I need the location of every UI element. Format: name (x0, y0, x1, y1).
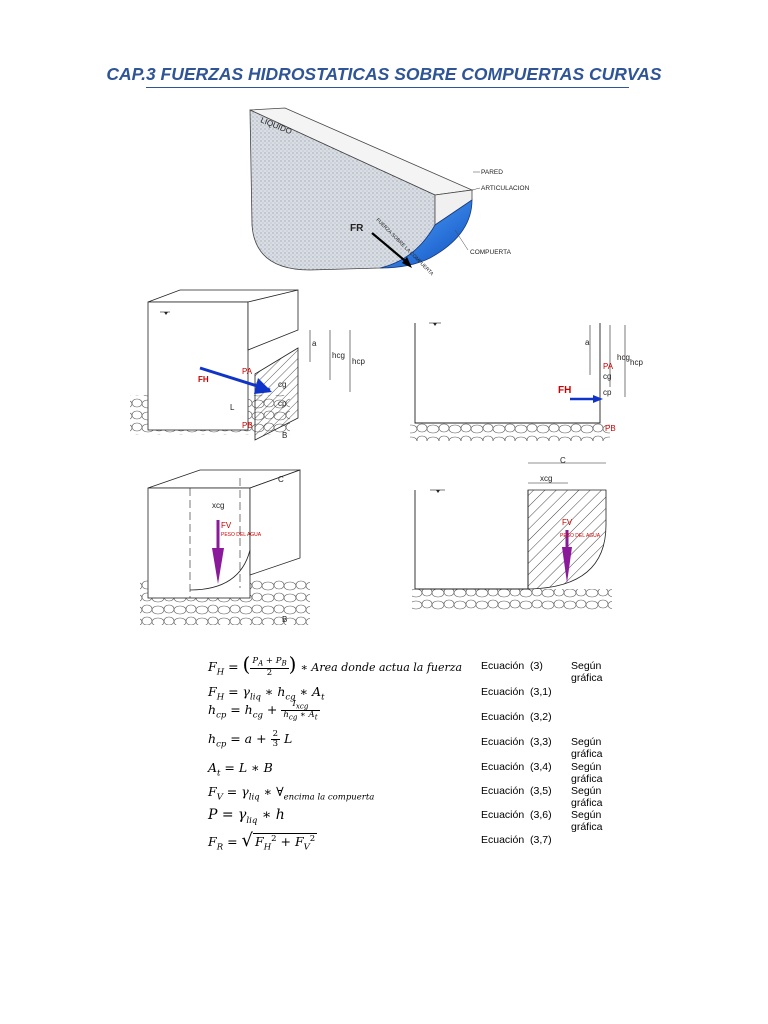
eq-ref-4: Ecuación (3,4) (481, 761, 552, 773)
weight-label: PESO DEL AGUA (560, 533, 601, 539)
c-label: C (278, 475, 284, 484)
pa-label: PA (242, 367, 253, 376)
box-side (249, 469, 301, 576)
eq-ref-0: Ecuación (3) (481, 660, 543, 672)
cg-label: cg (278, 380, 286, 389)
xcg-label: xcg (212, 501, 224, 510)
hinge-label: ARTICULACION (481, 185, 530, 192)
eq5-subscript: encima la compuerta (283, 792, 375, 803)
equation-3-1: FH = γliq ∗ hcg ∗ At (208, 684, 325, 703)
horizontal-force-arrowhead (593, 395, 603, 403)
figure-curved-gate-3d: FR FUERZA SOBRE LA COMPUERTA LIQUIDO PAR… (249, 107, 530, 278)
wall-label: PARED (481, 169, 503, 176)
vertical-force-arrowhead (212, 548, 224, 584)
pa-label: PA (603, 362, 614, 371)
gate-label: COMPUERTA (470, 249, 512, 256)
equation-3-7: FR = √FH2 + FV2 (208, 830, 318, 853)
cp-label: cp (278, 399, 287, 408)
eq-ref-6: Ecuación (3,6) (481, 809, 552, 821)
eq-note-6: Según gráfica (571, 809, 603, 833)
box-front (147, 301, 249, 431)
eq-ref-5: Ecuación (3,5) (481, 785, 552, 797)
equation-3-4: At = L ∗ B (208, 760, 273, 779)
eq-note-4: Según gráfica (571, 761, 603, 785)
gate-projection (254, 347, 299, 441)
cg-label: cg (603, 372, 611, 381)
b-label: B (282, 431, 287, 440)
eq-ref-3: Ecuación (3,3) (481, 736, 552, 748)
hcg-label: hcg (332, 351, 345, 360)
page-title: CAP.3 FUERZAS HIDROSTATICAS SOBRE COMPUE… (106, 64, 662, 84)
eq-ref-1: Ecuación (3,1) (481, 686, 552, 698)
xcg-label: xcg (540, 474, 552, 483)
cp-label: cp (603, 388, 612, 397)
equation-3-6: P = γliq ∗ h (208, 807, 285, 826)
resultant-force-arrow (371, 232, 411, 266)
pb-label: PB (605, 424, 616, 433)
a-label: a (312, 339, 317, 348)
fh-label: FH (558, 385, 571, 396)
eq-note-3: Según gráfica (571, 736, 603, 760)
hcp-label: hcp (630, 358, 643, 367)
box-side (247, 289, 299, 351)
eq-ref-2: Ecuación (3,2) (481, 711, 552, 723)
horizontal-force-arrowhead (254, 378, 272, 394)
box-front (147, 487, 251, 599)
fv-label: FV (221, 521, 232, 530)
ground-stones (412, 589, 612, 611)
a-label: a (585, 338, 590, 347)
gate-curve (379, 199, 473, 269)
gate-curve-3d (189, 549, 251, 591)
figure-vertical-force-2d: C xcg FV PESO DEL AGUA (412, 456, 612, 611)
fh-label: FH (198, 375, 209, 384)
figure-horizontal-force-3d: FH PA PB L B a hcg hcp cg cp (130, 289, 365, 441)
vertical-force-arrowhead (562, 547, 572, 583)
eq-note-0: Según gráfica (571, 660, 603, 684)
c-label: C (560, 456, 566, 465)
eq0-area-text: ∗ Area donde actua la fuerza (300, 661, 463, 674)
l-label: L (230, 403, 235, 412)
eq-note-5: Según gráfica (571, 785, 603, 809)
ground-stones (410, 423, 610, 441)
eq-ref-7: Ecuación (3,7) (481, 834, 552, 846)
hcp-label: hcp (352, 357, 365, 366)
hcg-label: hcg (617, 353, 630, 362)
force-label: FR (350, 223, 364, 234)
fv-label: FV (562, 518, 573, 527)
figure-vertical-force-3d: FV PESO DEL AGUA C xcg B (140, 469, 310, 625)
title-underline (146, 87, 629, 88)
b-label: B (282, 615, 287, 624)
equation-3-5: FV = γliq ∗ ∀encima la compuerta (208, 784, 375, 803)
figure-horizontal-force-2d: a hcg hcp FH cg cp PA PB (410, 322, 643, 441)
pb-label: PB (242, 421, 253, 430)
weight-label: PESO DEL AGUA (221, 532, 262, 538)
resultant-force-arrowhead (402, 257, 412, 268)
